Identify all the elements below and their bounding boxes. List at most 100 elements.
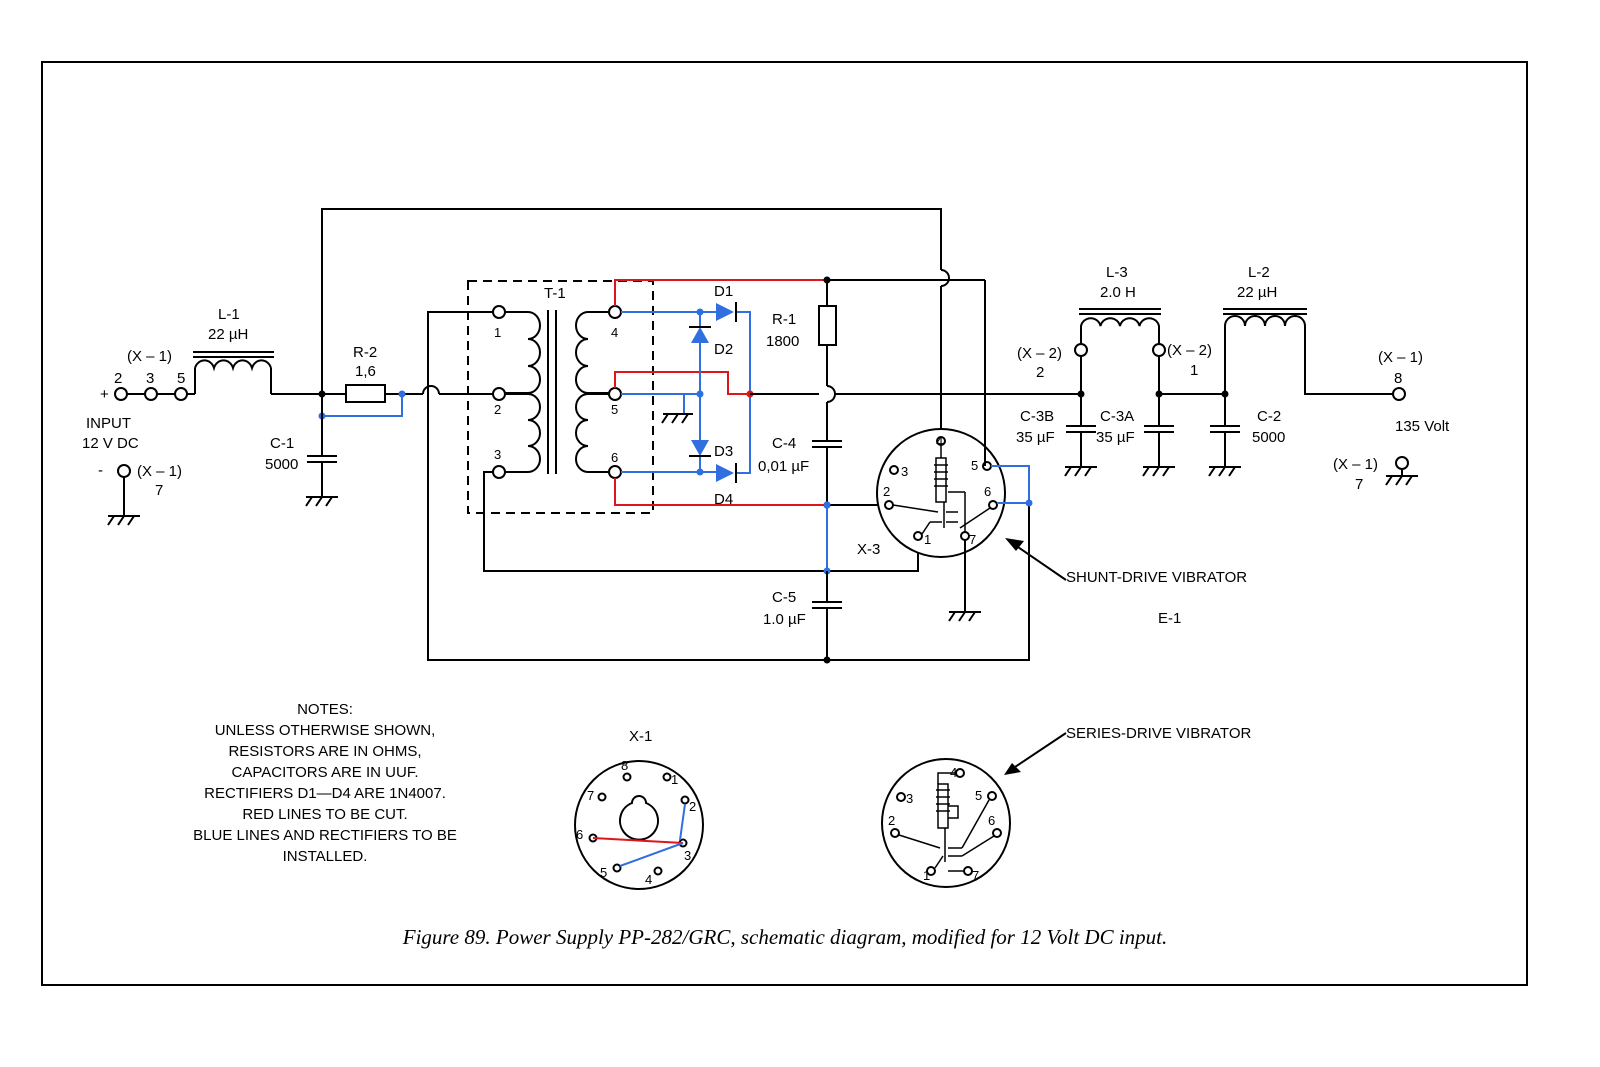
svg-text:7: 7 (587, 788, 594, 803)
c2-name: C-2 (1257, 408, 1281, 425)
input-pin-label-2: 2 (114, 370, 122, 387)
svg-text:2: 2 (883, 484, 890, 499)
diode-d2 (691, 327, 709, 343)
series-drive-label: SERIES-DRIVE VIBRATOR (1066, 725, 1251, 742)
output-pin: 8 (1394, 370, 1402, 387)
svg-text:4: 4 (936, 434, 943, 449)
l3-name: L-3 (1106, 264, 1128, 281)
notes-line: RESISTORS ARE IN OHMS, (228, 743, 421, 760)
c4-value: 0,01 µF (758, 458, 809, 475)
c2-value: 5000 (1252, 429, 1285, 446)
input-connector: (X – 1) 2 3 5 + INPUT 12 V DC - (X – 1) … (82, 348, 188, 526)
c3a-value: 35 µF (1096, 429, 1135, 446)
output-voltage: 135 Volt (1395, 418, 1450, 435)
input-minus-sign: - (98, 462, 103, 479)
x2-left-ref: (X – 2) (1017, 345, 1062, 362)
c1-value: 5000 (265, 456, 298, 473)
capacitor-c1: C-1 5000 (265, 394, 339, 507)
svg-text:2: 2 (888, 813, 895, 828)
x3-pin-7 (960, 531, 970, 541)
notes-line: RED LINES TO BE CUT. (242, 806, 407, 823)
svg-text:5: 5 (975, 788, 982, 803)
figure-frame (41, 61, 1528, 986)
svg-text:3: 3 (901, 464, 908, 479)
inductor-l2: L-2 22 µH (1223, 264, 1393, 395)
t1-pin-6: 6 (611, 450, 618, 465)
d3-label: D3 (714, 443, 733, 460)
svg-text:5: 5 (971, 458, 978, 473)
svg-text:4: 4 (950, 765, 957, 780)
gnd-pin: 7 (1355, 476, 1363, 493)
x3-pin-6 (988, 500, 998, 510)
resistor-r2: R-2 1,6 (345, 344, 386, 403)
svg-text:7: 7 (972, 868, 979, 883)
c4-name: C-4 (772, 435, 796, 452)
notes-line: INSTALLED. (283, 848, 368, 865)
input-pin-2-terminal (114, 387, 128, 401)
x2-right-ref: (X – 2) (1167, 342, 1212, 359)
svg-text:1: 1 (671, 772, 678, 787)
l1-name: L-1 (218, 306, 240, 323)
t1-name: T-1 (544, 285, 566, 302)
input-pin-label-3: 3 (146, 370, 154, 387)
output-ref: (X – 1) (1378, 349, 1423, 366)
input-neg-terminal (117, 464, 131, 478)
t1-pin-5: 5 (611, 402, 618, 417)
diode-d3 (691, 440, 709, 456)
svg-text:6: 6 (576, 827, 583, 842)
notes-block: NOTES: UNLESS OTHERWISE SHOWN, RESISTORS… (193, 701, 457, 865)
t1-pin-1: 1 (494, 325, 501, 340)
x2-right-pin: 1 (1190, 362, 1198, 379)
svg-text:6: 6 (988, 813, 995, 828)
x3-pin-1 (913, 531, 923, 541)
svg-text:5: 5 (600, 865, 607, 880)
diode-d4 (716, 464, 734, 482)
svg-text:1: 1 (924, 532, 931, 547)
c3b-value: 35 µF (1016, 429, 1055, 446)
c5-name: C-5 (772, 589, 796, 606)
l2-name: L-2 (1248, 264, 1270, 281)
capacitor-c4: C-4 0,01 µF (758, 402, 842, 505)
capacitor-c3a: C-3A 35 µF (1096, 394, 1176, 477)
vibrator-socket-x3: 4 3 5 2 6 1 7 (876, 428, 1006, 558)
notes-line: NOTES: (297, 701, 353, 718)
t1-pin-3: 3 (494, 447, 501, 462)
x3-pin-3 (889, 465, 899, 475)
c3a-name: C-3A (1100, 408, 1134, 425)
c3b-name: C-3B (1020, 408, 1054, 425)
svg-text:3: 3 (906, 791, 913, 806)
ground-symbol (107, 515, 141, 526)
svg-text:2: 2 (689, 799, 696, 814)
figure-caption: Figure 89. Power Supply PP-282/GRC, sche… (402, 925, 1168, 949)
capacitor-c2: C-2 5000 (1208, 394, 1285, 477)
x3-pin-2 (884, 500, 894, 510)
d1-label: D1 (714, 283, 733, 300)
svg-text:6: 6 (984, 484, 991, 499)
svg-text:4: 4 (645, 872, 652, 887)
c1-name: C-1 (270, 435, 294, 452)
rectifier-bridge: D1 D2 D3 D4 (621, 283, 754, 508)
shunt-drive-label: SHUNT-DRIVE VIBRATOR (1066, 569, 1247, 586)
gnd-ref: (X – 1) (1333, 456, 1378, 473)
svg-text:8: 8 (621, 758, 628, 773)
l2-value: 22 µH (1237, 284, 1277, 301)
resistor-r1: R-1 1800 (766, 280, 837, 386)
svg-text:3: 3 (684, 848, 691, 863)
c5-value: 1.0 µF (763, 611, 806, 628)
transformer-t1-box (467, 280, 654, 514)
output-terminal: (X – 1) 8 135 Volt (1378, 349, 1450, 435)
notes-line: BLUE LINES AND RECTIFIERS TO BE (193, 827, 457, 844)
input-voltage: 12 V DC (82, 435, 139, 452)
inductor-l3: L-3 2.0 H (1074, 264, 1166, 394)
x2-left-pin: 2 (1036, 364, 1044, 381)
transformer-t1-primary: 1 2 3 (492, 305, 541, 479)
input-neg-pin: 7 (155, 482, 163, 499)
inductor-l1: L-1 22 µH (187, 306, 274, 395)
input-title: INPUT (86, 415, 131, 432)
input-neg-ref: (X – 1) (137, 463, 182, 480)
socket-x1: X-1 8 1 7 2 6 3 5 4 (574, 728, 704, 890)
t1-pin-2: 2 (494, 402, 501, 417)
input-pin-label-5: 5 (177, 370, 185, 387)
notes-line: UNLESS OTHERWISE SHOWN, (215, 722, 436, 739)
